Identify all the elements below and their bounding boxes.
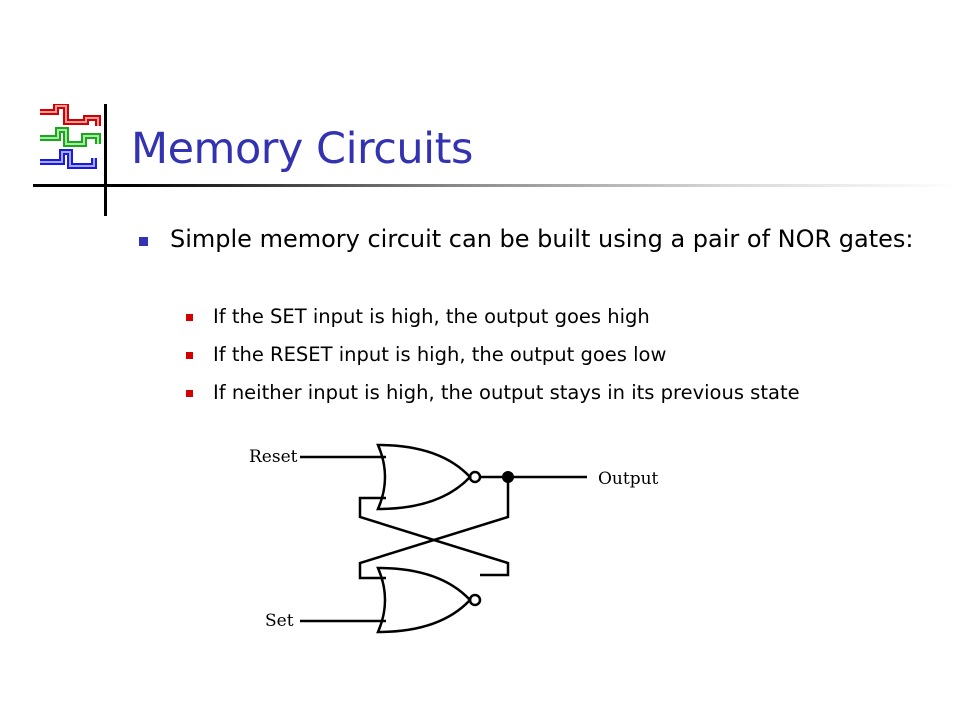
wire-output-feedback	[358, 477, 510, 580]
nor-bubble-bottom	[468, 593, 482, 607]
sub-bullet-set: If the SET input is high, the output goe…	[213, 305, 650, 328]
title-underline-rule	[33, 184, 960, 187]
label-set: Set	[265, 611, 294, 631]
logo-icon	[40, 104, 101, 169]
label-output: Output	[598, 469, 659, 489]
main-bullet-text: Simple memory circuit can be built using…	[170, 225, 914, 253]
nor-gate-bottom	[376, 566, 472, 634]
label-reset: Reset	[249, 447, 298, 467]
sub-bullet-reset: If the RESET input is high, the output g…	[213, 343, 667, 366]
sr-latch-diagram: Reset Output Set	[249, 443, 659, 634]
sub-bullet-marker	[186, 352, 193, 359]
sub-bullet-neither: If neither input is high, the output sta…	[213, 381, 800, 404]
sub-bullet-marker	[186, 390, 193, 397]
output-junction-dot	[502, 471, 514, 483]
main-bullet-marker	[139, 237, 148, 246]
sub-bullet-marker	[186, 314, 193, 321]
title-vertical-rule	[104, 104, 107, 216]
slide-title: Memory Circuits	[131, 124, 473, 174]
nor-gate-top	[376, 443, 472, 511]
